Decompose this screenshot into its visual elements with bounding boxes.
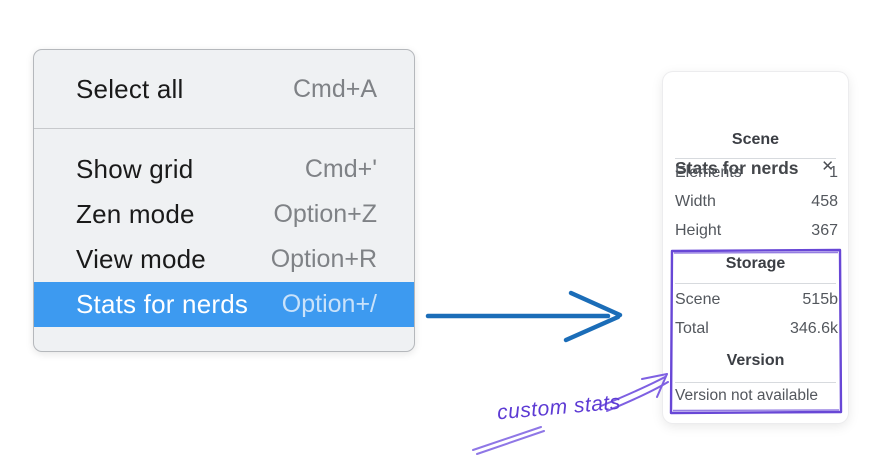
menu-item-shortcut: Option+/ — [281, 290, 377, 318]
scene-section-header: Scene — [731, 131, 780, 148]
menu-item-label: Select all — [76, 73, 184, 104]
menu-item-stats-for-nerds[interactable]: Stats for nerds Option+/ — [34, 282, 414, 327]
stat-value: 367 — [811, 222, 838, 239]
menu-item-shortcut: Option+R — [270, 245, 377, 273]
annotation-custom-stats-label: custom stats — [496, 390, 622, 425]
stat-label: Height — [675, 222, 722, 239]
menu-item-shortcut: Cmd+' — [304, 155, 377, 183]
stat-label: Scene — [675, 291, 721, 308]
menu-item-label: Zen mode — [76, 199, 195, 229]
menu-divider — [34, 128, 414, 129]
menu-item-select-all[interactable]: Select all Cmd+A — [34, 66, 414, 112]
section-divider — [675, 158, 836, 159]
stat-label: Total — [675, 320, 709, 337]
flow-arrow — [425, 290, 623, 343]
stat-value: 458 — [811, 193, 838, 210]
stat-value: 1 — [829, 164, 838, 181]
stat-row-total-storage: Total 346.6k — [675, 320, 838, 338]
menu-item-label: View mode — [76, 244, 206, 274]
annotation-underline — [472, 426, 545, 455]
stat-row-elements: Elements 1 — [675, 164, 838, 182]
stat-row-height: Height 367 — [675, 222, 838, 240]
stat-row-scene-storage: Scene 515b — [675, 291, 838, 309]
stat-value: 515b — [802, 291, 838, 308]
version-note: Version not available — [675, 387, 819, 404]
close-icon[interactable]: ✕ — [821, 158, 834, 175]
menu-group-top: Select all Cmd+A — [34, 50, 414, 128]
storage-section-header: Storage — [725, 255, 786, 272]
section-divider — [675, 283, 836, 284]
stat-row-width: Width 458 — [675, 193, 838, 211]
context-menu: Select all Cmd+A Show grid Cmd+' Zen mod… — [33, 49, 415, 352]
version-section-header: Version — [726, 352, 785, 369]
menu-item-show-grid[interactable]: Show grid Cmd+' — [34, 147, 414, 192]
menu-item-shortcut: Option+Z — [273, 200, 377, 228]
stats-panel: Stats for nerds ✕ Scene Elements 1 Width… — [663, 72, 848, 423]
menu-item-label: Show grid — [76, 154, 194, 184]
stats-panel-title: Stats for nerds — [675, 158, 799, 178]
stat-label: Elements — [675, 164, 742, 181]
menu-item-label: Stats for nerds — [76, 289, 249, 319]
stat-value: 346.6k — [789, 320, 838, 337]
stat-label: Width — [675, 193, 716, 210]
menu-item-zen-mode[interactable]: Zen mode Option+Z — [34, 192, 414, 237]
menu-group-bottom: Show grid Cmd+' Zen mode Option+Z View m… — [34, 129, 414, 351]
section-divider — [675, 382, 836, 383]
menu-item-view-mode[interactable]: View mode Option+R — [34, 237, 414, 282]
menu-item-shortcut: Cmd+A — [292, 74, 377, 103]
